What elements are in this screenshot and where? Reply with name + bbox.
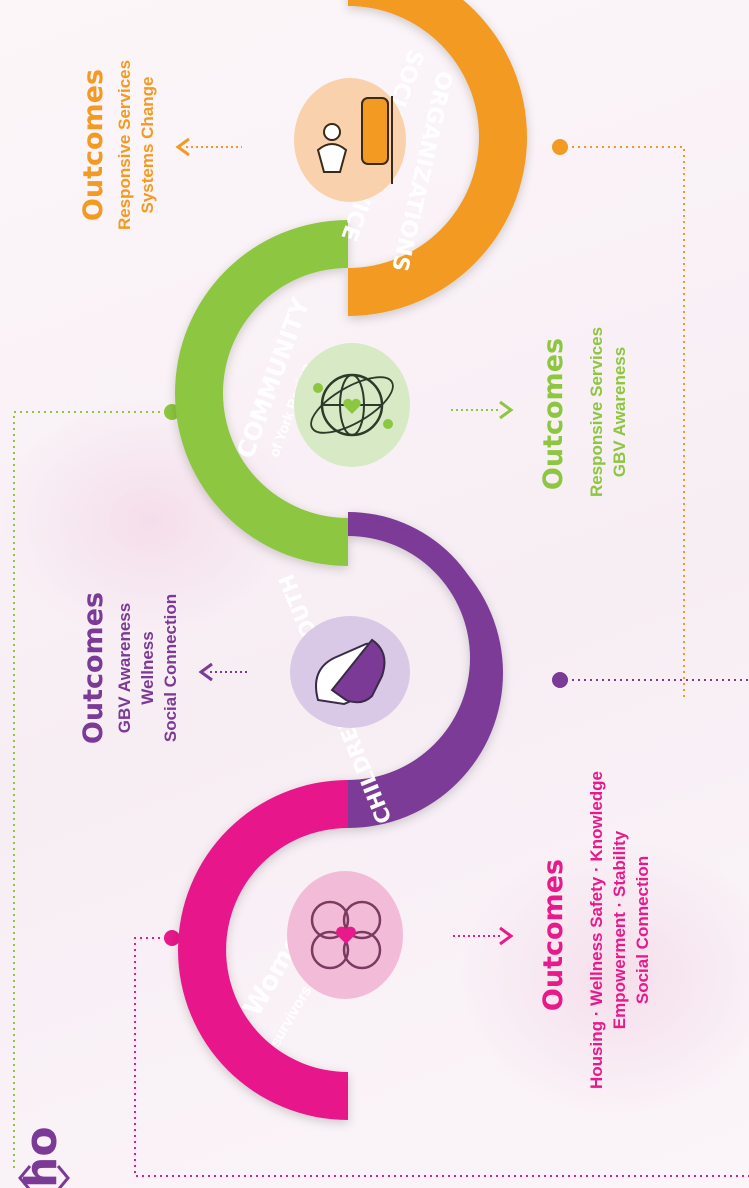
social-outcome-line: Responsive Services (115, 60, 134, 230)
social-segment (348, 0, 527, 316)
women-outcomes: Outcomes Housing · Wellness Safety · Kno… (538, 771, 652, 1089)
women-segment (178, 780, 348, 1120)
chevron-right-icon (56, 1165, 70, 1188)
children-outcome-line: GBV Awareness (115, 603, 134, 733)
children-dot (552, 672, 568, 688)
heart-hug-icon (287, 871, 403, 999)
children-outcomes-heading: Outcomes (78, 592, 109, 744)
children-outcome-line: Wellness (138, 631, 157, 704)
children-segment (348, 518, 503, 828)
holding-hands-icon (290, 616, 410, 728)
partial-heading-text: ho (16, 1126, 67, 1188)
bg-glow (460, 840, 749, 1120)
community-outcome-line: GBV Awareness (610, 347, 629, 477)
social-outcomes: Outcomes Responsive Services Systems Cha… (78, 60, 157, 230)
globe-heart-icon (294, 343, 410, 467)
chevron-left-icon (18, 1165, 32, 1188)
women-outcome-line: Empowerment · Stability (610, 830, 629, 1029)
community-outcomes-heading: Outcomes (538, 338, 569, 490)
community-connector (13, 411, 172, 1172)
social-outcomes-heading: Outcomes (78, 69, 109, 221)
community-segment (175, 220, 348, 566)
outcome-arrows (175, 137, 514, 946)
social-outcome-line: Systems Change (138, 77, 157, 214)
social-connector (560, 146, 685, 700)
partial-heading: ho (16, 1126, 70, 1188)
women-outcomes-heading: Outcomes (538, 859, 569, 1011)
children-outcome-line: Social Connection (161, 594, 180, 742)
connector-lines (13, 146, 749, 1177)
children-outcomes: Outcomes GBV Awareness Wellness Social C… (78, 592, 180, 744)
women-dot (164, 930, 180, 946)
women-outcome-line: Social Connection (633, 856, 652, 1004)
women-outcome-line: Housing · Wellness Safety · Knowledge (587, 771, 606, 1089)
community-outcome-line: Responsive Services (587, 327, 606, 497)
social-dot (552, 139, 568, 155)
helping-people-icon (294, 78, 406, 202)
community-outcomes: Outcomes Responsive Services GBV Awarene… (538, 327, 629, 497)
women-connector (134, 937, 749, 1177)
ribbon (175, 0, 527, 1120)
